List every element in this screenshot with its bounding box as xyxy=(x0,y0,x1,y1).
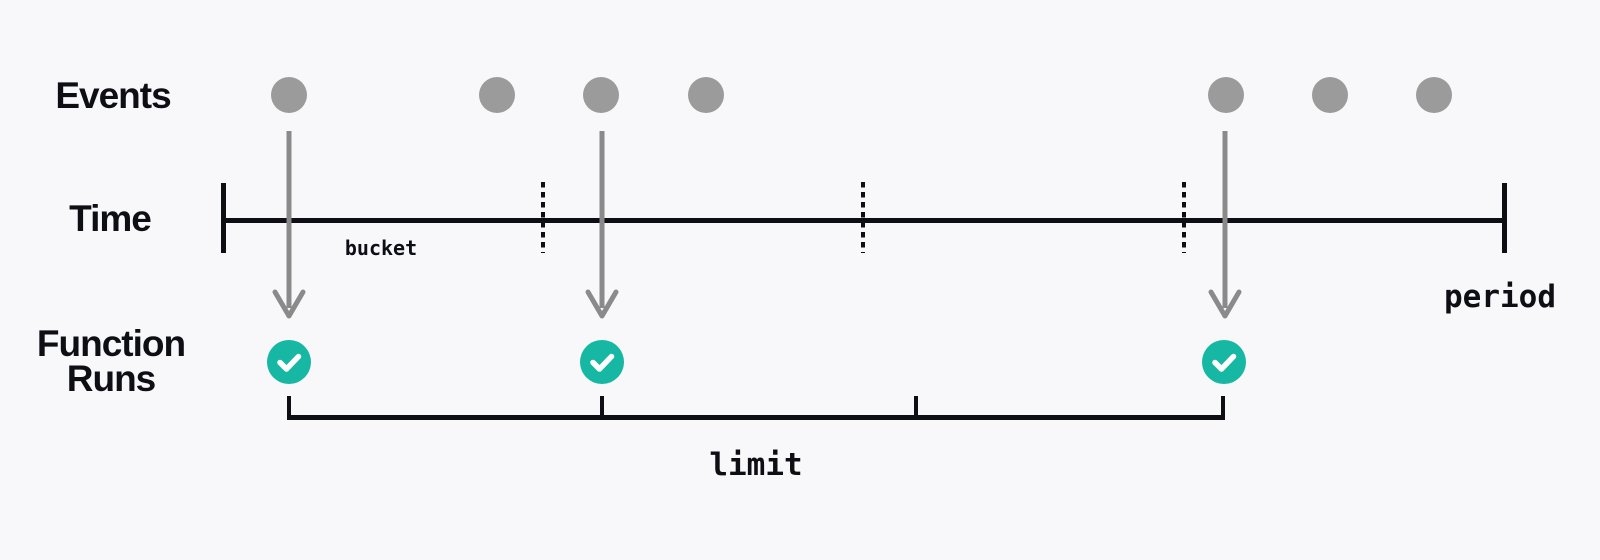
events-row-label: Events xyxy=(55,74,171,116)
bucket-annotation-label: bucket xyxy=(344,236,418,260)
event-dot xyxy=(479,77,515,113)
down-arrow xyxy=(272,131,306,319)
time-row-label: Time xyxy=(69,197,152,239)
period-annotation-label: period xyxy=(1444,278,1556,315)
event-dot xyxy=(271,77,307,113)
event-dot xyxy=(583,77,619,113)
bucket-divider-dashed-line xyxy=(861,182,865,253)
limit-bracket-bar xyxy=(287,415,1225,420)
event-dot xyxy=(1208,77,1244,113)
function-run-check-icon xyxy=(1202,340,1246,384)
limit-annotation-label: limit xyxy=(709,446,803,483)
event-dot xyxy=(1416,77,1452,113)
function-run-check-icon xyxy=(267,340,311,384)
timeline-end-tick xyxy=(1501,183,1507,253)
down-arrow xyxy=(1208,131,1242,319)
limit-bracket-tick xyxy=(287,396,291,415)
bucket-divider-dashed-line xyxy=(541,182,545,253)
limit-bracket-tick xyxy=(914,396,918,415)
down-arrow xyxy=(585,131,619,319)
timeline-start-tick xyxy=(220,183,226,253)
event-dot xyxy=(1312,77,1348,113)
bucket-divider-dashed-line xyxy=(1182,182,1186,253)
limit-bracket-tick xyxy=(1221,396,1225,415)
function-run-check-icon xyxy=(580,340,624,384)
function-runs-row-label: Function Runs xyxy=(36,323,186,399)
event-dot xyxy=(688,77,724,113)
limit-bracket-tick xyxy=(600,396,604,415)
